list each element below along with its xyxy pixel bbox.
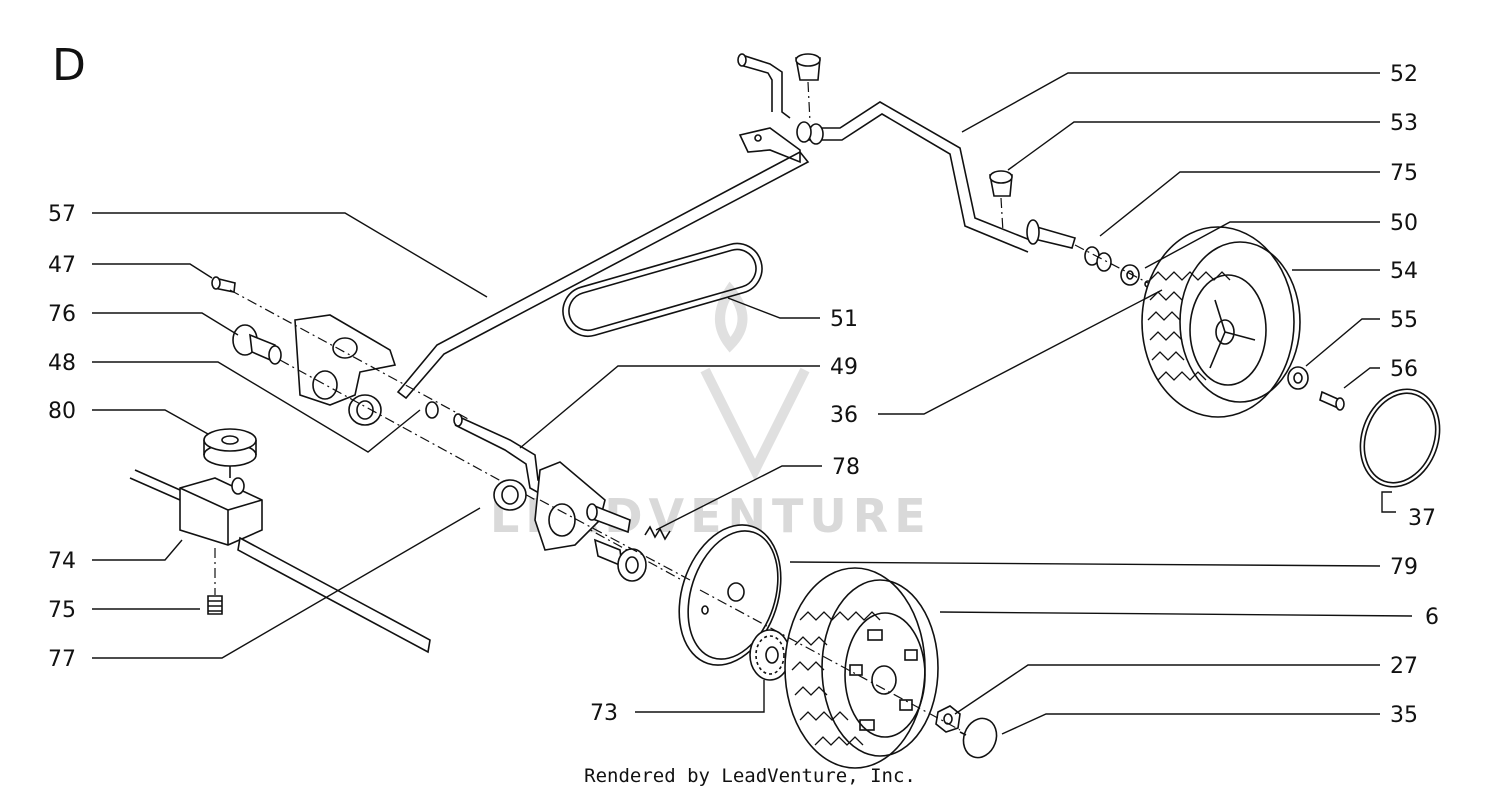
- part-axle-washers: [1074, 244, 1201, 311]
- callout-80: 80: [48, 399, 76, 424]
- part-wheel-54: [1141, 226, 1301, 418]
- part-wheel-6: [784, 567, 939, 769]
- callout-74: 74: [48, 549, 76, 574]
- part-pulley-80: [203, 428, 257, 478]
- callout-37: 37: [1408, 506, 1436, 531]
- part-setscrew-75: [207, 595, 223, 615]
- callout-56: 56: [1390, 357, 1418, 382]
- callout-77: 77: [48, 647, 76, 672]
- part-lever-49: [453, 413, 606, 551]
- callout-48: 48: [48, 351, 76, 376]
- callout-35: 35: [1390, 703, 1418, 728]
- callout-6: 6: [1425, 605, 1439, 630]
- part-cap-35: [959, 717, 998, 759]
- callout-36: 36: [830, 403, 858, 428]
- part-transmission-74: [129, 469, 431, 654]
- part-nut-55: [1287, 366, 1309, 390]
- part-nut-27: [935, 705, 961, 733]
- callout-49: 49: [830, 355, 858, 380]
- callout-79: 79: [1390, 555, 1418, 580]
- callout-78: 78: [832, 455, 860, 480]
- part-spacer-77: [493, 479, 527, 511]
- callout-50: 50: [1390, 211, 1418, 236]
- part-drive-disc-79: [678, 524, 782, 666]
- section-letter: D: [52, 40, 86, 91]
- watermark-logo: [700, 281, 810, 482]
- callout-labels: 52 53 75 50 54 55 56 37 79 6 27 35 57 47…: [48, 62, 1439, 728]
- leader-lines: [92, 72, 1413, 735]
- part-spring-78: [586, 503, 671, 582]
- part-bushing-53: [795, 53, 1013, 233]
- part-bolt-47: [211, 276, 236, 293]
- callout-51: 51: [830, 307, 858, 332]
- callout-54: 54: [1390, 259, 1418, 284]
- part-drive-belt-51: [562, 242, 763, 338]
- callout-73: 73: [590, 701, 618, 726]
- callout-52: 52: [1390, 62, 1418, 87]
- part-adjuster-76: [232, 324, 282, 365]
- callout-55: 55: [1390, 308, 1418, 333]
- callout-27: 27: [1390, 654, 1418, 679]
- callout-53: 53: [1390, 111, 1418, 136]
- part-hubcap-37: [1359, 388, 1441, 488]
- footer-credit: Rendered by LeadVenture, Inc.: [584, 765, 916, 787]
- part-bolt-56: [1319, 390, 1345, 411]
- part-handle-rod-57: [396, 127, 810, 400]
- part-shift-bracket-52: [737, 53, 1076, 253]
- callout-76: 76: [48, 302, 76, 327]
- part-gear-73: [749, 629, 791, 681]
- callout-57: 57: [48, 202, 76, 227]
- callout-75-left: 75: [48, 598, 76, 623]
- callout-47: 47: [48, 253, 76, 278]
- callout-75-right: 75: [1390, 161, 1418, 186]
